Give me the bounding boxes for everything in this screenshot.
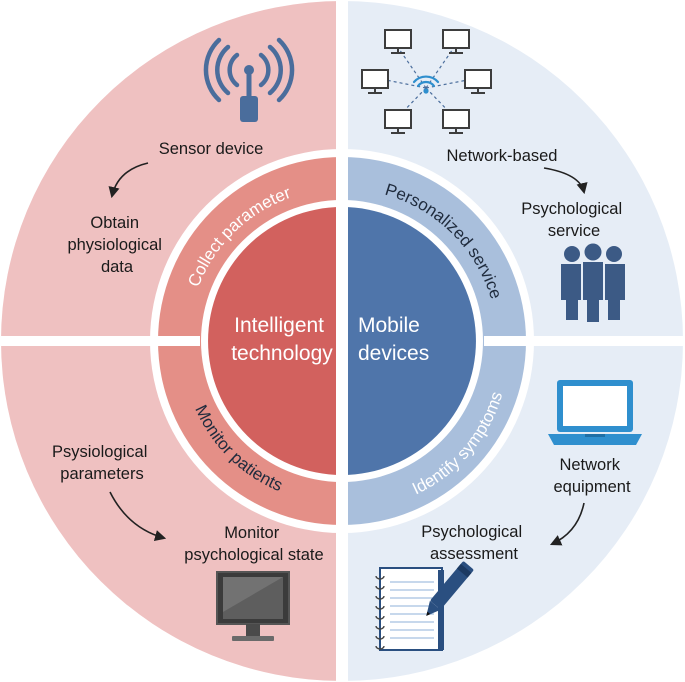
equipment-line-1: Network (559, 456, 620, 474)
horizontal-divider-right (484, 336, 685, 346)
obtain-line-2: physiological (67, 236, 161, 254)
core-right-line-2: devices (358, 342, 429, 365)
monitor-icon (216, 571, 290, 641)
arrow-network-to-service (543, 167, 588, 195)
psych-service-label: Psychological service (521, 200, 626, 240)
network-based-label: Network-based (447, 147, 558, 165)
laptop-icon (548, 380, 642, 445)
arrow-equipment-to-assessment (549, 502, 585, 546)
service-line-2: service (548, 222, 600, 240)
equipment-line-2: equipment (553, 478, 630, 496)
assessment-line-2: assessment (430, 545, 518, 563)
core-right-half (342, 207, 476, 475)
obtain-line-3: data (101, 258, 134, 276)
core-left-line-2: technology (231, 342, 333, 365)
core-right-label: Mobile devices (358, 314, 429, 365)
antenna-icon (203, 37, 295, 122)
assessment-line-1: Psychological (421, 523, 522, 541)
network-icon (361, 29, 492, 134)
core-left-label: Intelligent technology (231, 314, 333, 365)
notebook-pen-icon (375, 561, 474, 651)
sensor-device-label: Sensor device (159, 140, 264, 158)
service-line-1: Psychological (521, 200, 622, 218)
people-icon (561, 243, 625, 322)
arrow-params-to-monitor (109, 491, 167, 541)
vertical-divider (336, 0, 348, 682)
monitor-state-line-1: Monitor (224, 524, 280, 542)
params-line-1: Psysiological (52, 443, 147, 461)
monitor-state-label: Monitor psychological state (184, 524, 323, 564)
physiological-parameters-label: Psysiological parameters (52, 443, 152, 483)
network-equipment-label: Network equipment (553, 456, 630, 496)
monitor-state-line-2: psychological state (184, 546, 323, 564)
core-left-line-1: Intelligent (234, 314, 324, 337)
arrow-sensor-to-data (108, 162, 149, 199)
obtain-line-1: Obtain (90, 214, 139, 232)
horizontal-divider-left (0, 336, 200, 346)
core-left-half (208, 207, 342, 475)
obtain-data-label: Obtain physiological data (67, 214, 166, 276)
params-line-2: parameters (60, 465, 143, 483)
psych-assessment-label: Psychological assessment (421, 523, 526, 563)
core-right-line-1: Mobile (358, 314, 420, 337)
